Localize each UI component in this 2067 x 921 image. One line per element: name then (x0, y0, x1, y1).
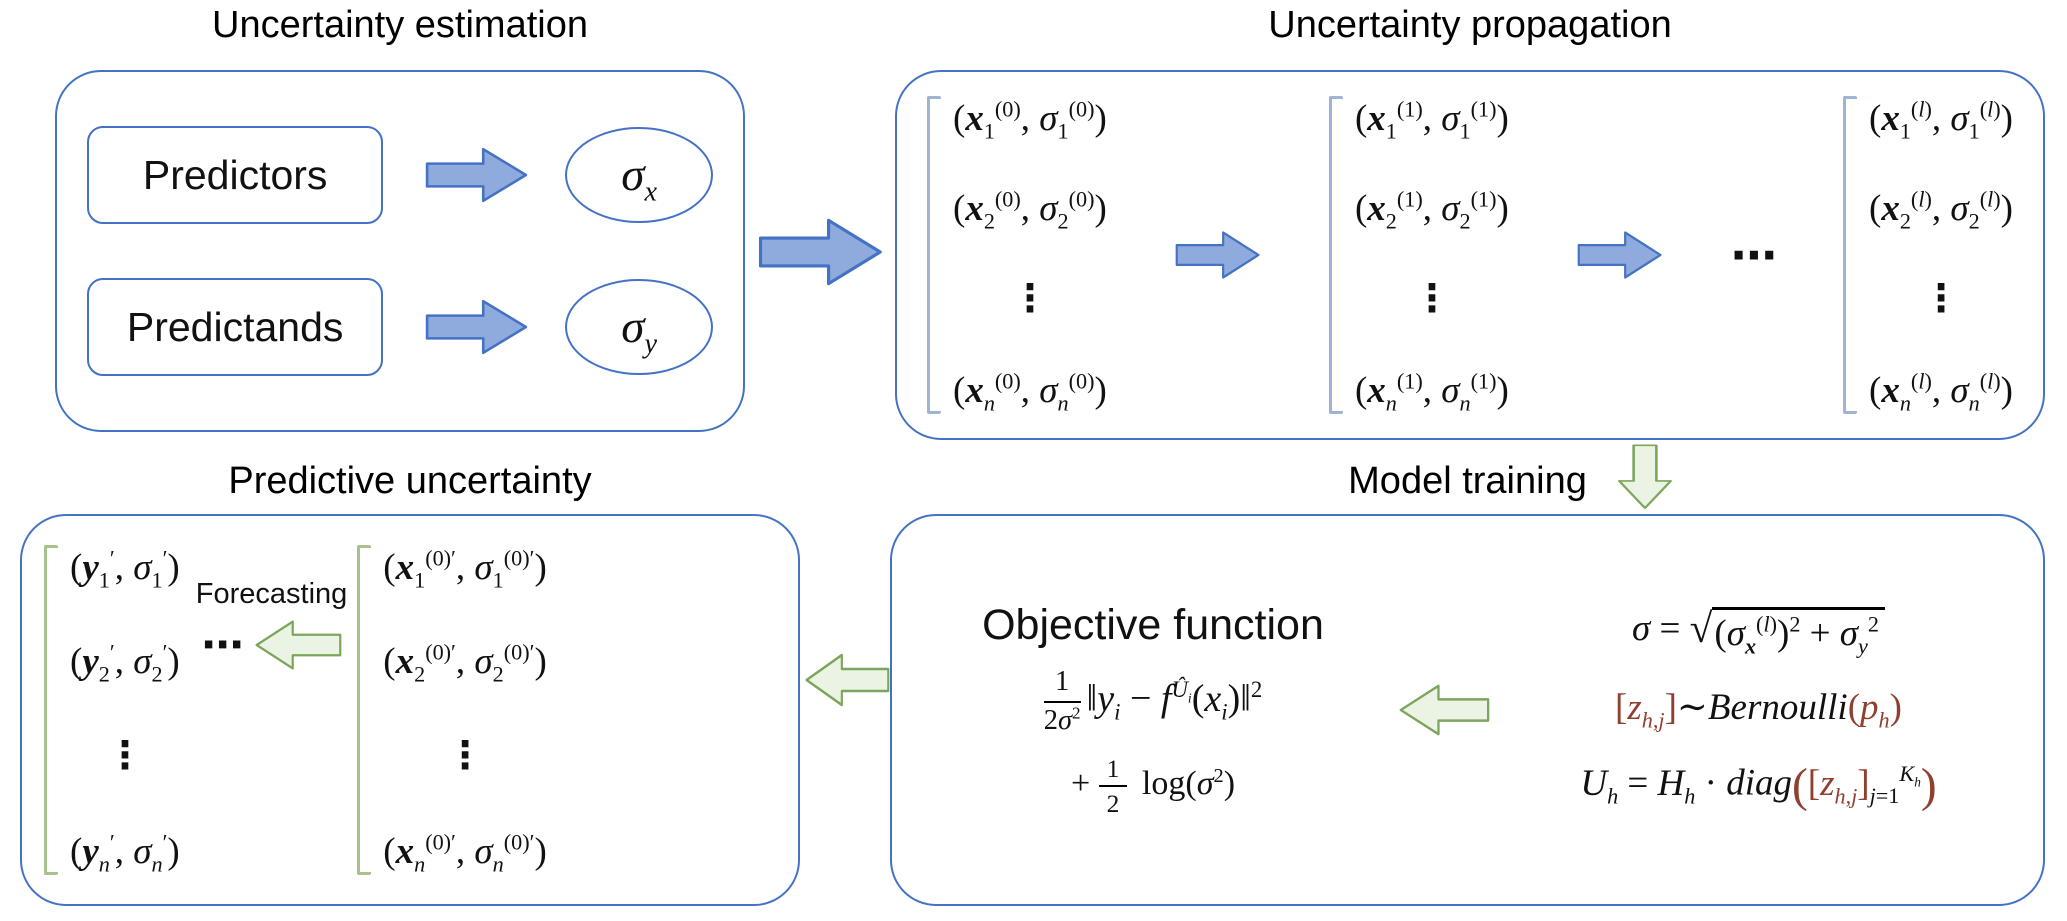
bernoulli-equation: [zh,j]∼Bernoulli(ph) (1615, 687, 1902, 733)
tuple-row: (x2(0)′, σ2(0)′) (383, 639, 547, 687)
predictands-label: Predictands (126, 303, 344, 350)
tuple-row: (y2′, σ2′) (70, 639, 180, 687)
sigma-y-label: σy (621, 301, 657, 360)
bracket-icon (1843, 96, 1857, 414)
tuple-row: (xn(1), σn(1)) (1354, 368, 1509, 416)
blue-arrow-right-icon (758, 218, 882, 286)
estimation-title: Uncertainty estimation (212, 4, 588, 46)
propagation-column-1: (x1(1), σ1(1)) (x2(1), σ2(1)) ⋮ (xn(1), … (1328, 96, 1509, 416)
forecasting-label: Forecasting (195, 578, 348, 610)
predictors-row: Predictors σx (87, 126, 713, 224)
propagation-column-0: (x1(0), σ1(0)) (x2(0), σ2(0)) ⋮ (xn(0), … (927, 96, 1107, 414)
predictive-box: (y1′, σ1′) (y2′, σ2′) ⋮ (yn′, σn′) Forec… (20, 514, 800, 906)
tuple-row: (xn(0), σn(0)) (953, 368, 1107, 416)
tuple-row: (x1(0)′, σ1(0)′) (383, 545, 547, 593)
predictors-label: Predictors (142, 151, 328, 198)
green-arrow-down-icon (1617, 444, 1673, 509)
predictive-x-column: (x1(0)′, σ1(0)′) (x2(0)′, σ2(0)′) ⋮ (xn(… (357, 545, 547, 875)
blue-arrow-right-icon (426, 147, 528, 203)
vertical-dots: ⋮ (1922, 278, 1960, 321)
tuple-row: (x2(l), σ2(l)) (1869, 186, 2013, 234)
horizontal-dots: ⋯ (1730, 230, 1777, 281)
tuple-row: (x2(1), σ2(1)) (1354, 186, 1509, 234)
bracket-icon (357, 545, 372, 875)
vertical-dots: ⋮ (1412, 278, 1451, 321)
sigma-x-label: σx (621, 149, 657, 208)
sigma-combination-equation: σ = √(σx(l))2 + σy2 (1632, 606, 1885, 657)
bracket-icon (1328, 96, 1343, 414)
tuple-row: (yn′, σn′) (70, 829, 180, 877)
propagation-title: Uncertainty propagation (1268, 4, 1672, 46)
predictive-y-column: (y1′, σ1′) (y2′, σ2′) ⋮ (yn′, σn′) (44, 545, 180, 875)
tuple-row: (xn(l), σn(l)) (1869, 368, 2013, 416)
tuple-row: (xn(0)′, σn(0)′) (383, 829, 547, 877)
training-title: Model training (1348, 460, 1587, 502)
tuple-row: (y1′, σ1′) (70, 545, 180, 593)
blue-arrow-right-icon (1175, 231, 1260, 279)
forecasting-group: Forecasting ⋯ (195, 578, 348, 673)
estimation-box: Predictors σx Predictands σy (55, 70, 745, 432)
predictive-title: Predictive uncertainty (228, 460, 592, 502)
vertical-dots: ⋮ (1010, 278, 1049, 321)
green-arrow-left-icon (1399, 684, 1490, 736)
green-arrow-left-icon (805, 653, 890, 707)
horizontal-dots: ⋯ (201, 623, 244, 669)
training-equations-group: σ = √(σx(l))2 + σy2 [zh,j]∼Bernoulli(ph)… (1500, 606, 2017, 814)
bracket-icon (927, 96, 941, 414)
bracket-icon (44, 545, 58, 875)
vertical-dots: ⋮ (446, 735, 485, 778)
tuple-row: (x2(0), σ2(0)) (953, 186, 1107, 234)
propagation-box: (x1(0), σ1(0)) (x2(0), σ2(0)) ⋮ (xn(0), … (895, 70, 2045, 440)
tuple-row: (x1(l), σ1(l)) (1869, 96, 2013, 144)
tuple-row: (x1(1), σ1(1)) (1354, 96, 1509, 144)
green-arrow-left-icon (255, 620, 341, 670)
sigma-x-node: σx (565, 127, 713, 223)
objective-label: Objective function (982, 601, 1324, 650)
tuple-row: (x1(0), σ1(0)) (953, 96, 1107, 144)
uh-diag-equation: Uh = Hh · diag([zh,j]j=1Kh) (1580, 760, 1937, 813)
sigma-y-node: σy (565, 279, 713, 375)
propagation-column-2: (x1(l), σ1(l)) (x2(l), σ2(l)) ⋮ (xn(l), … (1843, 96, 2013, 414)
predictors-node: Predictors (87, 126, 384, 224)
predictands-row: Predictands σy (87, 278, 713, 376)
predictands-node: Predictands (87, 278, 384, 376)
blue-arrow-right-icon (1577, 231, 1662, 279)
vertical-dots: ⋮ (105, 735, 144, 778)
blue-arrow-right-icon (426, 299, 528, 355)
